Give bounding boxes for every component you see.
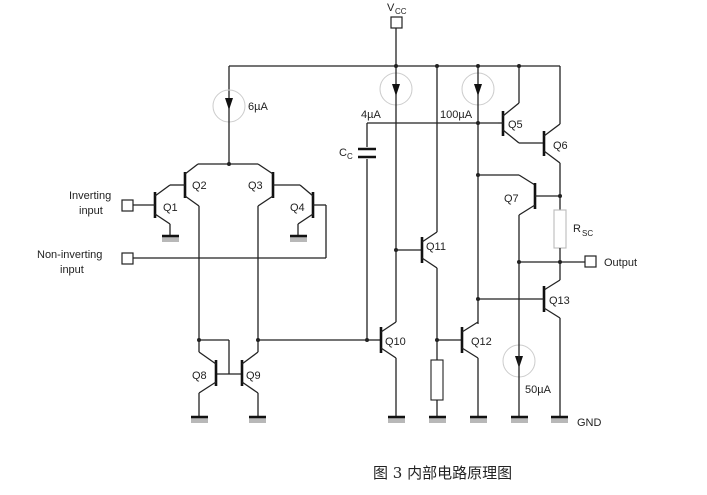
- output-stage: [478, 66, 597, 417]
- q8-label: Q8: [192, 370, 207, 382]
- input-stage: [121, 162, 327, 340]
- q11-label: Q11: [426, 241, 446, 253]
- current-source-4ua: [379, 66, 413, 312]
- cc-sub: C: [347, 152, 353, 161]
- q3-label: Q3: [248, 180, 263, 192]
- q12-label: Q12: [471, 336, 492, 348]
- vcc-rail: [228, 16, 560, 95]
- output-label: Output: [604, 257, 637, 269]
- q4-label: Q4: [290, 202, 305, 214]
- inverting-label-2: input: [79, 205, 103, 217]
- inverting-input-pin: [121, 199, 134, 212]
- noninverting-input-pin: [121, 252, 134, 265]
- label-100ua: 100µA: [440, 109, 473, 121]
- ground-symbols: [162, 234, 568, 423]
- vcc-pin: [390, 16, 403, 29]
- noninverting-label-1: Non-inverting: [37, 249, 102, 261]
- inverting-label-1: Inverting: [69, 190, 111, 202]
- vcc-label: V: [387, 2, 395, 14]
- gain-stage: [358, 66, 498, 417]
- q6-label: Q6: [553, 140, 568, 152]
- q7-label: Q7: [504, 193, 519, 205]
- q9-label: Q9: [246, 370, 261, 382]
- current-source-6ua: [212, 89, 246, 164]
- q10-label: Q10: [385, 336, 406, 348]
- rsc-resistor-icon: [553, 209, 567, 249]
- rsc-label: R: [573, 223, 581, 235]
- rsc-sub: SC: [582, 229, 593, 238]
- figure-caption: 图 3 内部电路原理图: [373, 464, 512, 482]
- label-50ua: 50µA: [525, 384, 552, 396]
- label-6ua: 6µA: [248, 101, 268, 113]
- q1-label: Q1: [163, 202, 178, 214]
- label-4ua: 4µA: [361, 109, 381, 121]
- gnd-label: GND: [577, 417, 602, 429]
- q2-label: Q2: [192, 180, 207, 192]
- cc-label: C: [339, 147, 347, 159]
- q13-label: Q13: [549, 295, 570, 307]
- resistor-icon: [430, 359, 444, 401]
- current-source-100ua: [461, 66, 495, 324]
- output-pin: [584, 255, 597, 268]
- q5-label: Q5: [508, 119, 523, 131]
- vcc-sub: CC: [395, 7, 407, 16]
- current-mirror: [197, 338, 367, 417]
- noninverting-label-2: input: [60, 264, 84, 276]
